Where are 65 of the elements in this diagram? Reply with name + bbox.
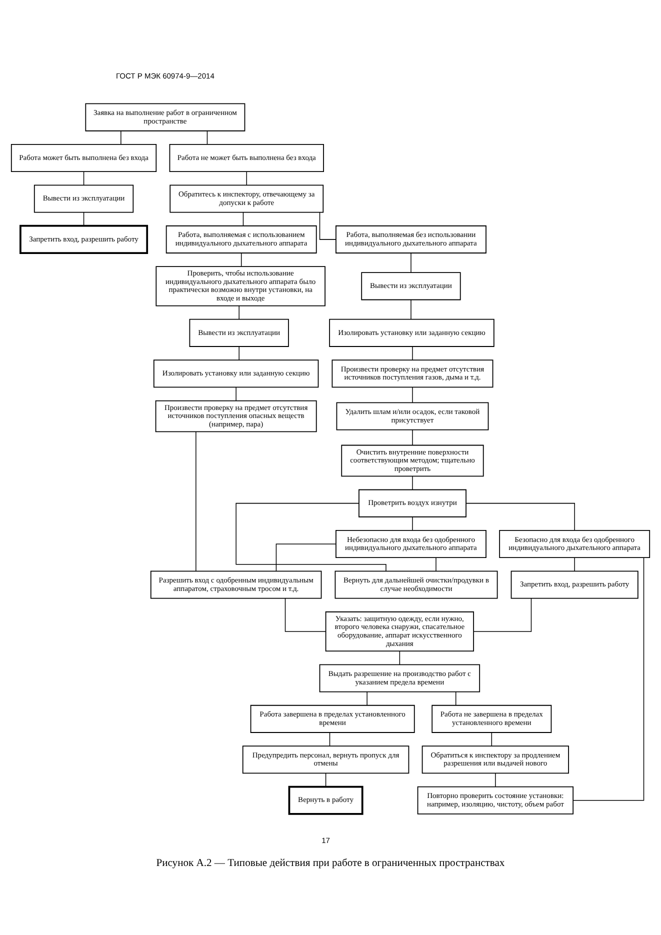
connector — [410, 300, 412, 320]
node-box: Проветрить воздух изнутри — [358, 489, 466, 518]
connector — [240, 252, 242, 267]
connector — [466, 502, 575, 531]
connector — [412, 516, 413, 531]
node-box: Обратиться к инспектору за продлением разрешения или выдачей нового — [422, 746, 569, 774]
node-box: Обратитесь к инспектору, отвечающему за допуски к работе — [170, 184, 324, 213]
connector — [319, 212, 336, 240]
node-box: Предупредить персонал, вернуть пропуск для отмены — [242, 746, 410, 774]
connector — [412, 429, 413, 446]
connector — [83, 212, 84, 226]
node-box: Работа может быть выполнена без входа — [10, 144, 157, 172]
connector — [412, 476, 413, 490]
node-box: Повторно проверить состояние установки: например, изоляцию, чистоту, объем работ — [417, 786, 574, 814]
connector — [366, 692, 368, 706]
node-box: Разрешить вход с одобренным индивидуальным аппаратом, страховочным тросом и т.д. — [150, 570, 322, 599]
node-box: Безопасно для входа без одобренного индивидуального дыхательного аппарата — [499, 530, 650, 558]
connector — [120, 130, 122, 145]
connector — [242, 212, 244, 226]
connector — [236, 502, 386, 572]
label: ГОСТ Р МЭК 60974-9—2014 — [116, 71, 214, 80]
connector — [238, 306, 240, 320]
connector — [246, 171, 247, 186]
node-box: Произвести проверку на предмет отсутствия источников поступления опасных веществ (например, пара) — [155, 400, 317, 432]
node-box: Удалить шлам и/или осадок, если таковой присутствует — [336, 402, 489, 430]
node-box: Запретить вход, разрешить работу — [20, 224, 148, 254]
connector — [412, 346, 413, 360]
node-box: Заявка на выполнение работ в ограниченном пространстве — [85, 103, 246, 132]
node-box: Очистить внутренние поверхности соответствующим методом; тщательно проветрить — [341, 444, 484, 477]
connector — [455, 692, 456, 706]
node-box: Вывести из эксплуатации — [361, 272, 461, 300]
connector — [276, 544, 336, 572]
node-box: Вернуть в работу — [288, 786, 364, 815]
connector — [572, 557, 644, 801]
node-box: Выдать разрешение на производство работ с указанием предела времени — [319, 664, 480, 692]
connector — [206, 130, 208, 145]
connector — [329, 732, 330, 746]
node-box: Изолировать установку или заданную секцию — [329, 318, 494, 347]
node-box: Работа не завершена в пределах установленного времени — [432, 704, 552, 733]
connector — [399, 650, 400, 665]
node-box: Изолировать установку или заданную секцию — [153, 360, 319, 388]
node-box: Работа, выполняемая без использовании индивидуального дыхательного аппарата — [336, 225, 486, 254]
node-box: Работа не может быть выполнена без входа — [169, 144, 324, 172]
caption: Рисунок А.2 — Типовые действия при работе в ограниченных пространствах — [156, 858, 505, 870]
node-box: Вывести из эксплуатации — [34, 184, 134, 213]
connector — [412, 386, 413, 403]
connector — [325, 773, 326, 787]
node-box: Запретить вход, разрешить работу — [510, 570, 638, 599]
node-box: Указать: защитную одежду, если нужно, второго человека снаружи, спасательное оборудование, аппарат искусственного дыхания — [325, 611, 474, 652]
connector — [495, 773, 496, 787]
node-box: Вернуть для дальнейшей очистки/продувки в случае необходимости — [334, 570, 498, 599]
connector — [491, 732, 492, 746]
node-box: Работа завершена в пределах установленного времени — [250, 704, 415, 733]
node-box: Вывести из эксплуатации — [189, 318, 289, 347]
connector — [284, 598, 326, 632]
label: 17 — [322, 836, 330, 845]
node-box: Проверить, чтобы использование индивидуального дыхательного аппарата было практически возможно внутри установки, на входе и выходе — [156, 266, 326, 306]
connector — [574, 557, 575, 572]
connector — [410, 252, 412, 273]
connector — [83, 171, 84, 186]
node-box: Произвести проверку на предмет отсутствия источников поступления газов, дыма и т.д. — [332, 360, 494, 388]
connector — [473, 598, 532, 632]
node-box: Небезопасно для входа без одобренного индивидуального дыхательного аппарата — [336, 530, 486, 558]
connector — [238, 346, 240, 360]
node-box: Работа, выполняемая с использованием индивидуального дыхательного аппарата — [166, 225, 317, 254]
